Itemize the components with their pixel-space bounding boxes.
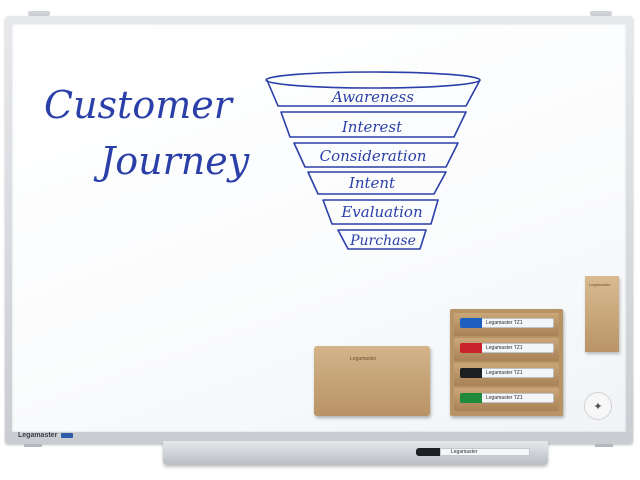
marker-label: Legamaster TZ1 — [486, 370, 523, 376]
funnel-stage-label: Evaluation — [340, 203, 422, 221]
organizer-slot: Legamaster TZ1 — [454, 313, 559, 336]
funnel-band-2 — [280, 111, 467, 138]
title-line-1: Customer — [44, 83, 235, 127]
funnel-stage-label: Purchase — [349, 233, 416, 249]
marker-label: Legamaster TZ1 — [486, 395, 523, 401]
marker-pen: Legamaster TZ1 — [460, 343, 554, 353]
marker-label: Legamaster TZ1 — [486, 320, 523, 326]
hanging-clip-right — [590, 11, 612, 16]
organizer-slot: Legamaster TZ1 — [454, 363, 559, 386]
marker-pen: Legamaster TZ1 — [460, 318, 554, 328]
marker-pen: Legamaster TZ1 — [460, 368, 554, 378]
tray-marker-cap — [416, 448, 440, 456]
eraser-brand: Legamaster — [350, 356, 377, 362]
tray-marker-pen: Legamaster — [416, 448, 534, 456]
funnel-rim — [265, 71, 481, 89]
marker-tray: Legamaster — [163, 441, 548, 465]
eraser-holder: Legamaster — [314, 346, 430, 416]
marker-label: Legamaster TZ1 — [486, 345, 523, 351]
hanging-clip-left — [28, 11, 50, 16]
tray-marker-label: Legamaster — [451, 449, 478, 455]
marker-cap-blue — [460, 318, 482, 328]
funnel-stage-label: Interest — [341, 118, 403, 136]
funnel-band-3 — [293, 142, 459, 168]
frame-foot-left — [24, 444, 42, 447]
frame-brand-text: Legamaster — [18, 432, 58, 439]
funnel-band-6 — [337, 229, 427, 250]
frame-brand-badge: Legamaster — [18, 431, 74, 440]
marker-cap-green — [460, 393, 482, 403]
funnel-band-5 — [322, 199, 439, 225]
funnel-stage-label: Consideration — [320, 147, 427, 165]
marker-cap-red — [460, 343, 482, 353]
brand-logo-icon — [61, 433, 74, 438]
title-line-2: Journey — [93, 139, 250, 183]
organizer-slot: Legamaster TZ1 — [454, 388, 559, 411]
wall-panel-brand: Legamaster — [589, 282, 611, 287]
funnel-stage-label: Intent — [348, 174, 396, 192]
quality-seal-icon: ✦ — [584, 392, 612, 420]
marker-organizer: Legamaster TZ1 Legamaster TZ1 Legamaster… — [450, 309, 563, 416]
funnel-band-1 — [266, 79, 481, 107]
funnel-stage-label: Awareness — [330, 88, 414, 106]
marker-pen: Legamaster TZ1 — [460, 393, 554, 403]
wall-organizer-panel: Legamaster — [585, 276, 619, 352]
tray-marker-barrel: Legamaster — [440, 448, 530, 456]
funnel-band-4 — [307, 171, 447, 195]
organizer-slot: Legamaster TZ1 — [454, 338, 559, 361]
frame-foot-right — [595, 444, 613, 447]
marker-cap-black — [460, 368, 482, 378]
